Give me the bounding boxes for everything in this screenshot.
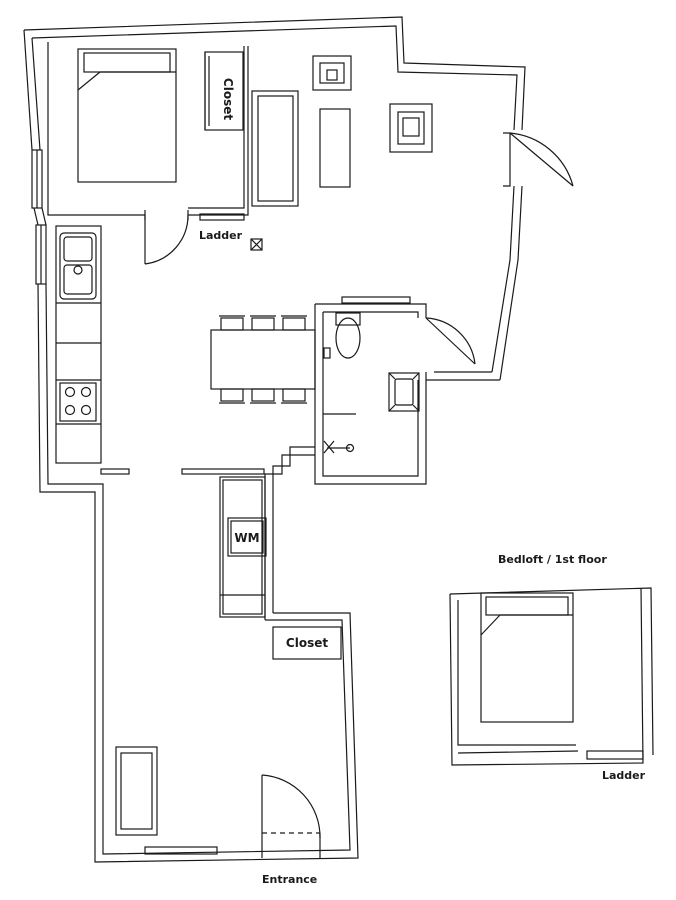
window-icon [31, 149, 43, 209]
closet-top-text: Closet [221, 77, 235, 121]
hatch-icon [250, 238, 263, 251]
bedroom-door-icon[interactable] [144, 214, 189, 265]
bathroom-sink-icon [388, 372, 420, 412]
closet-middle-label: Closet [285, 636, 329, 650]
dining-table-icon [210, 329, 316, 390]
washing-machine-icon [227, 517, 267, 557]
ladder-loft-icon [586, 750, 644, 760]
kitchen-partition [100, 468, 265, 475]
stove-icon [59, 382, 97, 422]
sofa-icon [251, 90, 299, 207]
sink-icon [59, 232, 97, 300]
outer-walls [23, 16, 526, 863]
window-icon [35, 224, 47, 285]
washing-machine-label: WM [234, 531, 260, 545]
bedloft-bed-icon [480, 592, 574, 723]
bathroom [314, 303, 427, 485]
kitchen-counter [55, 225, 102, 464]
armchair-icon [389, 103, 433, 153]
chair-icon [219, 315, 307, 404]
ladder-main-icon [199, 213, 245, 221]
exterior-door-icon[interactable] [503, 132, 574, 187]
closet-middle-icon [272, 626, 342, 660]
bench-icon [115, 746, 158, 836]
entrance-door-icon[interactable] [261, 774, 321, 858]
bed-icon [77, 48, 177, 183]
shower-icon [323, 440, 355, 454]
coffee-table-icon [319, 108, 351, 188]
bathroom-window-icon [341, 296, 411, 304]
ladder-main-label: Ladder [199, 229, 243, 242]
toilet-icon [335, 312, 361, 359]
bathroom-door-icon[interactable] [425, 317, 476, 365]
closet-top-icon [204, 51, 244, 131]
bedloft-title: Bedloft / 1st floor [498, 553, 607, 566]
entrance-label: Entrance [262, 873, 318, 886]
entrance-window-icon [144, 846, 218, 855]
laundry-cabinet [219, 476, 266, 618]
towel-hook-icon [323, 347, 331, 359]
closet-top-label: Closet [211, 64, 245, 134]
ladder-loft-label: Ladder [602, 769, 646, 782]
armchair-icon [312, 55, 352, 91]
bedloft [449, 587, 654, 766]
